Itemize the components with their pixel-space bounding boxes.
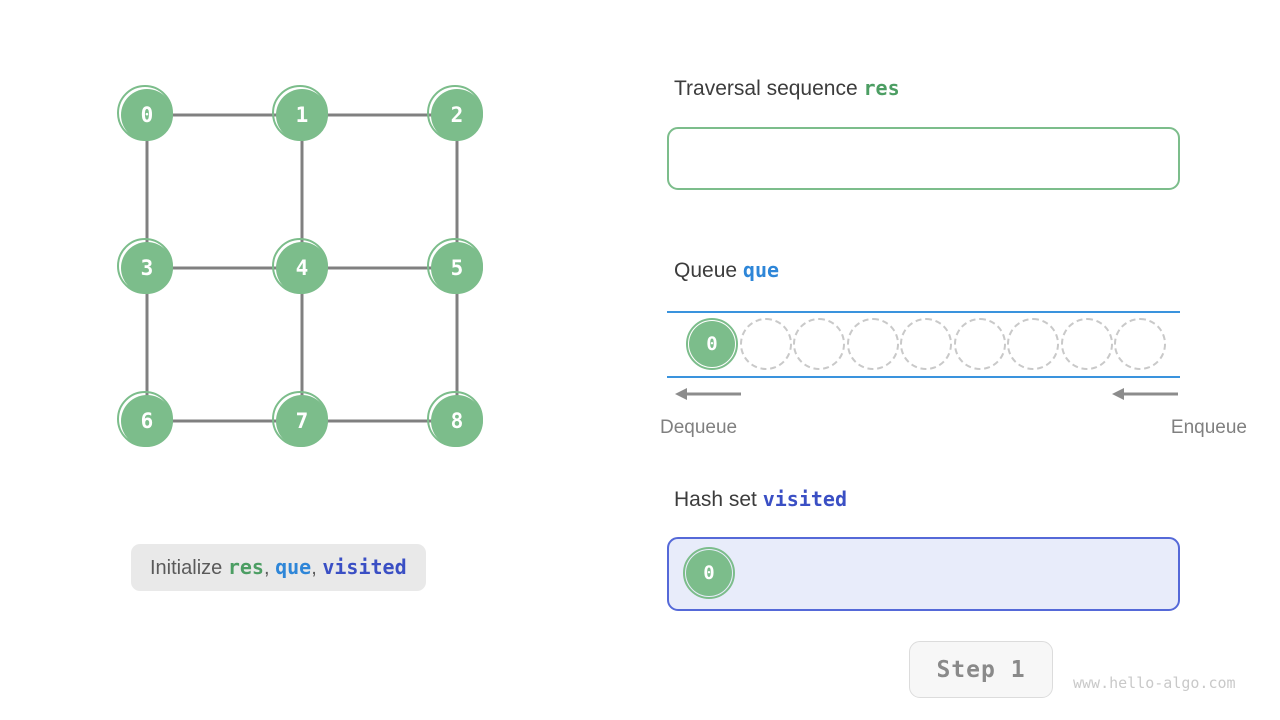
queue-slot-ring [686,318,738,370]
graph-node-label: 6 [121,395,173,447]
queue-slot-4[interactable] [900,318,952,370]
res-var-name: res [863,76,900,100]
step-indicator: Step 1 [909,641,1053,698]
caption-pill: Initialize res, que, visited [131,544,426,591]
queue-rail-bottom [667,376,1180,378]
watermark: www.hello-algo.com [1073,674,1236,692]
graph-node-label: 2 [431,89,483,141]
graph-node-2[interactable]: 2 [427,85,487,145]
graph-node-label: 1 [276,89,328,141]
graph-node-label: 5 [431,242,483,294]
queue-slot-2[interactable] [793,318,845,370]
caption-var-que: que [275,555,312,579]
enqueue-arrow-icon [1112,388,1178,400]
queue-slot-7[interactable] [1060,318,1113,370]
queue-slot-8[interactable] [1114,318,1166,370]
graph-node-label: 7 [276,395,328,447]
queue-var-name: que [742,258,780,282]
visited-var-name: visited [762,487,848,511]
queue-slot-1[interactable] [739,318,792,370]
caption-sep-2: , [311,557,317,579]
queue-slot-5[interactable] [953,318,1006,370]
graph-node-label: 4 [276,242,328,294]
graph-node-5[interactable]: 5 [427,238,487,298]
graph-node-3[interactable]: 3 [117,238,177,298]
step-label: Step 1 [936,656,1026,683]
visited-item-ring [683,547,735,599]
caption-sep-1: , [263,557,270,579]
graph-panel: 0 1 2 3 4 5 6 7 8 [0,0,600,720]
visited-container [667,537,1180,611]
graph-node-7[interactable]: 7 [272,391,332,451]
graph-node-0[interactable]: 0 [117,85,177,145]
queue-slot-3[interactable] [846,318,899,370]
res-container [667,127,1180,190]
caption-prefix: Initialize [150,557,223,579]
dequeue-label: Dequeue [660,417,738,438]
queue-slot-label: 0 [689,321,735,367]
graph-node-label: 3 [121,242,173,294]
res-section-title: Traversal sequence res [674,76,900,101]
caption-var-visited: visited [322,555,407,579]
enqueue-label: Enqueue [1170,417,1247,438]
dequeue-arrow-icon [675,388,741,400]
graph-node-6[interactable]: 6 [117,391,177,451]
visited-title-text: Hash set [674,488,757,511]
visited-item-label: 0 [686,550,732,596]
queue-title-text: Queue [674,259,738,282]
queue-slot-0[interactable]: 0 [686,318,738,370]
graph-node-4[interactable]: 4 [272,238,332,298]
right-panel: Traversal sequence res Queue que 0 Deque… [660,0,1280,720]
queue-slot-6[interactable] [1007,318,1059,370]
graph-node-label: 8 [431,395,483,447]
graph-node-8[interactable]: 8 [427,391,487,451]
res-title-text: Traversal sequence [674,77,858,100]
graph-node-1[interactable]: 1 [272,85,332,145]
queue-section-title: Queue que [674,258,779,283]
graph-node-label: 0 [121,89,173,141]
caption-var-res: res [227,555,264,579]
queue-rail-top [667,311,1180,313]
visited-item-0[interactable]: 0 [683,547,735,599]
visited-section-title: Hash set visited [674,487,847,512]
